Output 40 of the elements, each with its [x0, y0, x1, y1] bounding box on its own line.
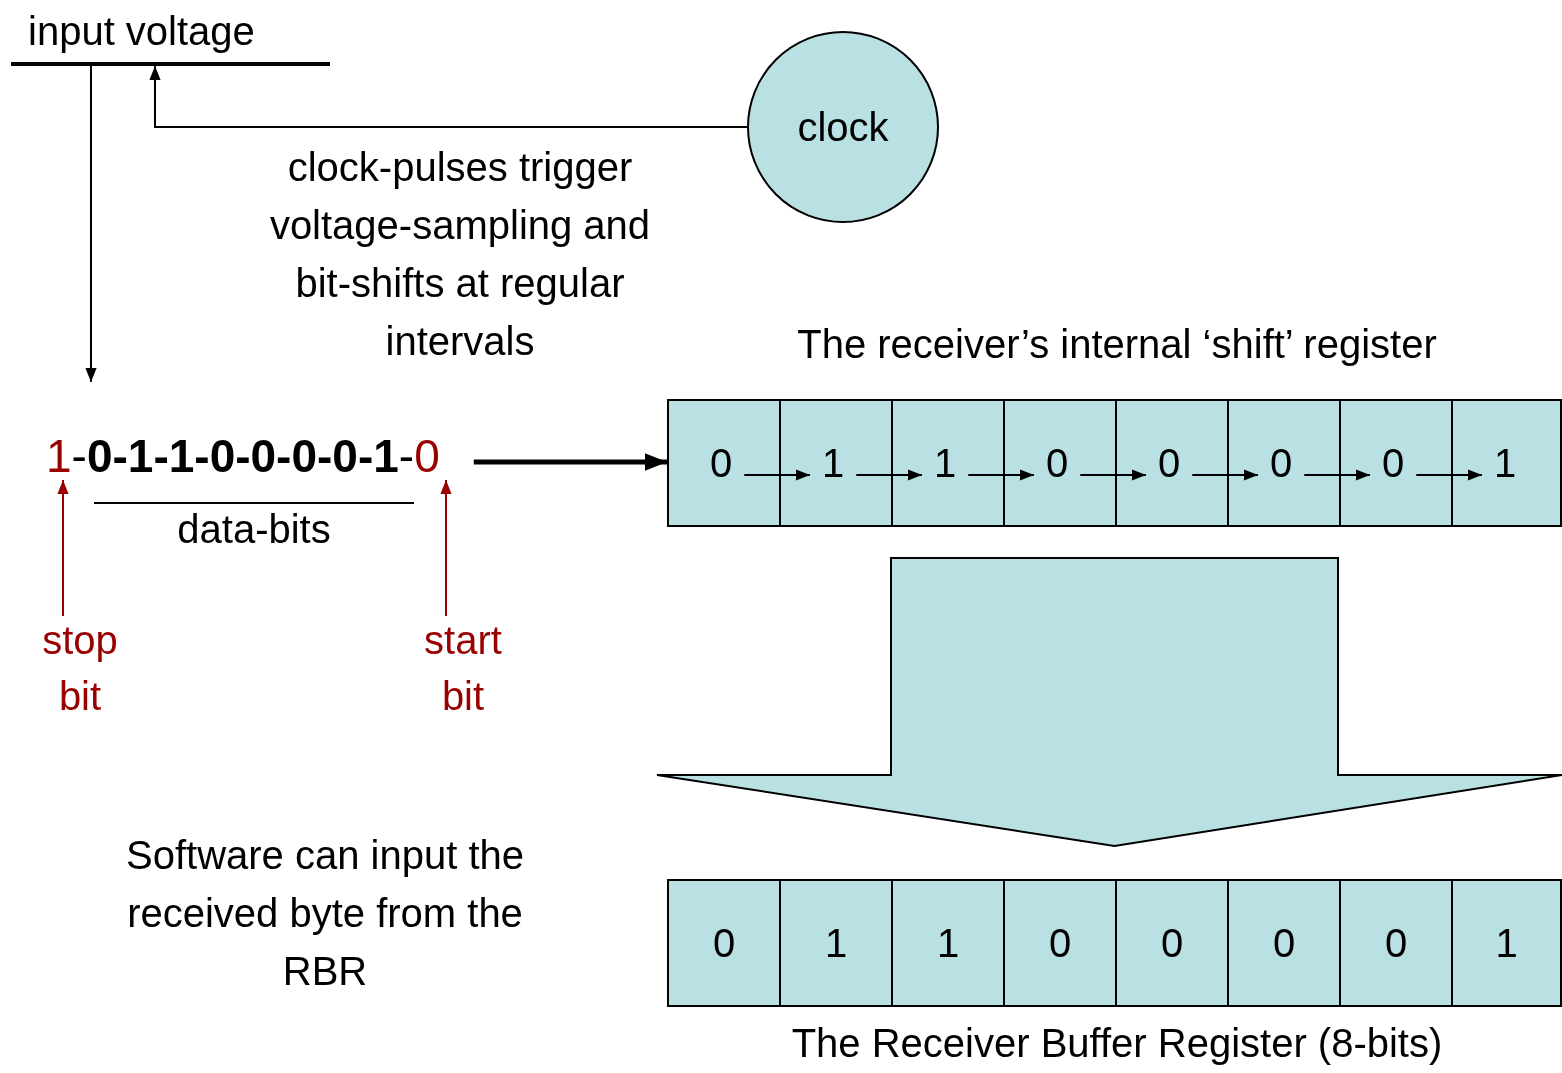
arrow [1079, 469, 1147, 481]
register-cell: 0 [1339, 399, 1453, 527]
register-cell: 0 [1227, 399, 1341, 527]
arrow [967, 469, 1035, 481]
register-cell: 0 [1339, 879, 1453, 1007]
bit-sequence-text: 1 [46, 428, 72, 484]
register-title: The Receiver Buffer Register (8-bits) [790, 1020, 1444, 1067]
register-cell: 0 [1003, 399, 1117, 527]
arrow [57, 479, 69, 617]
arrow [149, 65, 748, 128]
block-arrow [656, 557, 1562, 847]
register-cell: 0 [1227, 879, 1341, 1007]
register-cell: 0 [1003, 879, 1117, 1007]
arrow [1303, 469, 1371, 481]
arrow [855, 469, 923, 481]
register-cell: 0 [667, 879, 781, 1007]
register-cell: 0 [1115, 879, 1229, 1007]
arrow [85, 65, 97, 383]
register-cell: 1 [779, 399, 893, 527]
bracket-label: data-bits [176, 506, 332, 553]
signal-line-label: input voltage [11, 4, 330, 66]
register-cell: 1 [1451, 879, 1562, 1007]
bit-sequence-text: 0 [414, 428, 440, 484]
register-cell: 1 [891, 879, 1005, 1007]
register-cell: 0 [667, 399, 781, 527]
arrow [473, 453, 667, 471]
register-title: The receiver’s internal ‘shift’ register [796, 321, 1438, 368]
arrow [440, 479, 452, 617]
register-cell: 1 [1451, 399, 1562, 527]
bit-annotation: stop bit [25, 612, 135, 724]
arrow [743, 469, 811, 481]
register-cell: 1 [891, 399, 1005, 527]
arrow [1415, 469, 1483, 481]
clock-label: clock [797, 104, 889, 151]
register-cell: 0 [1115, 399, 1229, 527]
bit-annotation: start bit [408, 612, 518, 724]
arrow [1191, 469, 1259, 481]
bit-sequence-text: -0-1-1-0-0-0-0-1- [71, 428, 415, 484]
register-cell: 1 [779, 879, 893, 1007]
note-text: Software can input the received byte from the RBR [125, 832, 525, 995]
